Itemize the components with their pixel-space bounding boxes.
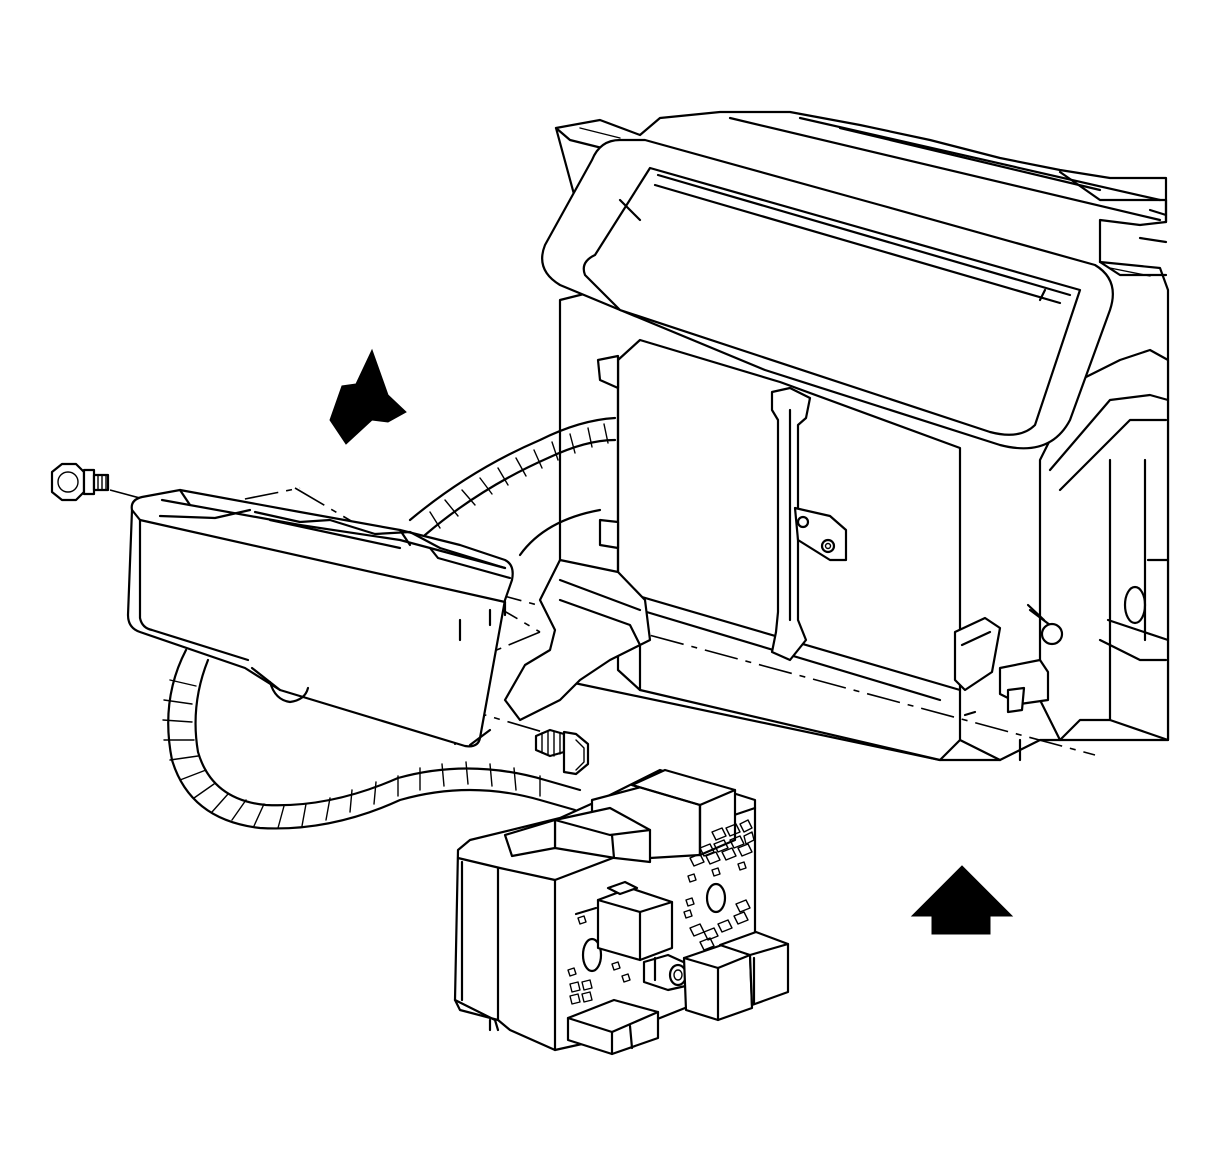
lower-bolt: [534, 728, 590, 776]
relay-center-cover: [126, 488, 514, 748]
relay-center-block: [453, 768, 790, 1056]
view-direction-arrow: [329, 348, 407, 445]
upper-bolt: [50, 462, 110, 502]
hvac-air-outlet: [541, 138, 1114, 450]
wiring-harness: [162, 416, 617, 830]
hvac-lower-bracket: [503, 558, 652, 722]
vehicle-front-arrow: [910, 865, 1014, 935]
fuse-grid: [567, 819, 755, 1005]
